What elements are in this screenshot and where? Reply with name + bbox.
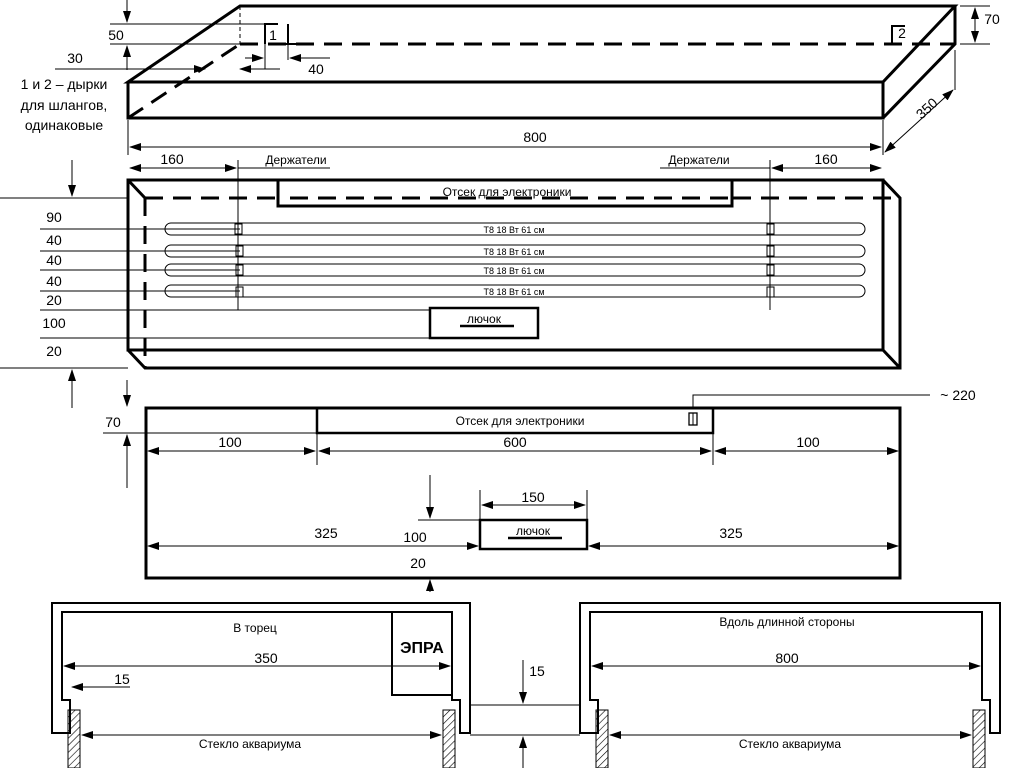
- dim-70: 70: [984, 11, 1000, 27]
- hole-1-label: 1: [269, 27, 277, 43]
- note-line-1: 1 и 2 – дырки: [21, 76, 108, 92]
- dim-20: 20: [410, 555, 426, 571]
- dim-325-left: 325: [314, 525, 338, 541]
- glass-label: Стекло аквариума: [199, 737, 302, 751]
- side-dim: 20: [46, 292, 62, 308]
- note-line-2: для шлангов,: [21, 97, 108, 113]
- dim-350: 350: [254, 650, 278, 666]
- top-isometric-view: 50 30 40 1 2 70 350 800 1 и 2 – дырки дл…: [21, 0, 1000, 155]
- dim-15-gap: 15: [529, 663, 545, 679]
- dim-350: 350: [913, 94, 941, 122]
- plan-view: Отсек для электроники ~ 220 70 100 600 1…: [103, 380, 976, 592]
- dim-325-right: 325: [719, 525, 743, 541]
- compartment-label: Отсек для электроники: [456, 414, 585, 428]
- dim-40: 40: [308, 61, 324, 77]
- side-dim: 20: [46, 343, 62, 359]
- profile-end: В торец 350 15 ЭПРА Стекло аквариума: [51, 602, 471, 768]
- glass-label: Стекло аквариума: [739, 737, 842, 751]
- dim-100: 100: [403, 529, 427, 545]
- profile-long-title: Вдоль длинной стороны: [719, 615, 854, 629]
- side-dim: 40: [46, 252, 62, 268]
- profile-end-title: В торец: [233, 621, 277, 635]
- side-dim: 40: [46, 232, 62, 248]
- lamp-label: T8 18 Вт 61 см: [483, 266, 544, 276]
- hatch-label: лючок: [467, 312, 502, 326]
- dim-100-right: 100: [796, 434, 820, 450]
- side-dim: 100: [42, 315, 66, 331]
- side-dim: 90: [46, 209, 62, 225]
- gap-dimension: 15: [470, 660, 580, 768]
- dim-800: 800: [775, 650, 799, 666]
- dim-600: 600: [503, 434, 527, 450]
- hole-2-label: 2: [898, 25, 906, 41]
- profile-long: Вдоль длинной стороны 800 Стекло аквариу…: [579, 602, 1001, 768]
- lamps: [164, 222, 866, 298]
- dim-150: 150: [521, 489, 545, 505]
- cable-label: ~ 220: [940, 387, 976, 403]
- dim-160-left: 160: [160, 151, 184, 167]
- compartment-label: Отсек для электроники: [443, 185, 572, 199]
- ballast-label: ЭПРА: [400, 640, 444, 657]
- lamp-label: T8 18 Вт 61 см: [483, 247, 544, 257]
- dim-15: 15: [114, 671, 130, 687]
- dim-30: 30: [67, 50, 83, 66]
- dim-50: 50: [108, 27, 124, 43]
- lamp-label: T8 18 Вт 61 см: [483, 287, 544, 297]
- dim-160-right: 160: [814, 151, 838, 167]
- side-dim: 40: [46, 273, 62, 289]
- dim-100-left: 100: [218, 434, 242, 450]
- holders-label-right: Держатели: [668, 153, 729, 167]
- dim-70: 70: [105, 414, 121, 430]
- holders-label-left: Держатели: [265, 153, 326, 167]
- hatch-label: лючок: [516, 524, 551, 538]
- dim-800: 800: [523, 129, 547, 145]
- note-line-3: одинаковые: [25, 117, 104, 133]
- lamp-label: T8 18 Вт 61 см: [483, 225, 544, 235]
- front-view: 160 160 Держатели Держатели Отсек для эл…: [0, 151, 902, 408]
